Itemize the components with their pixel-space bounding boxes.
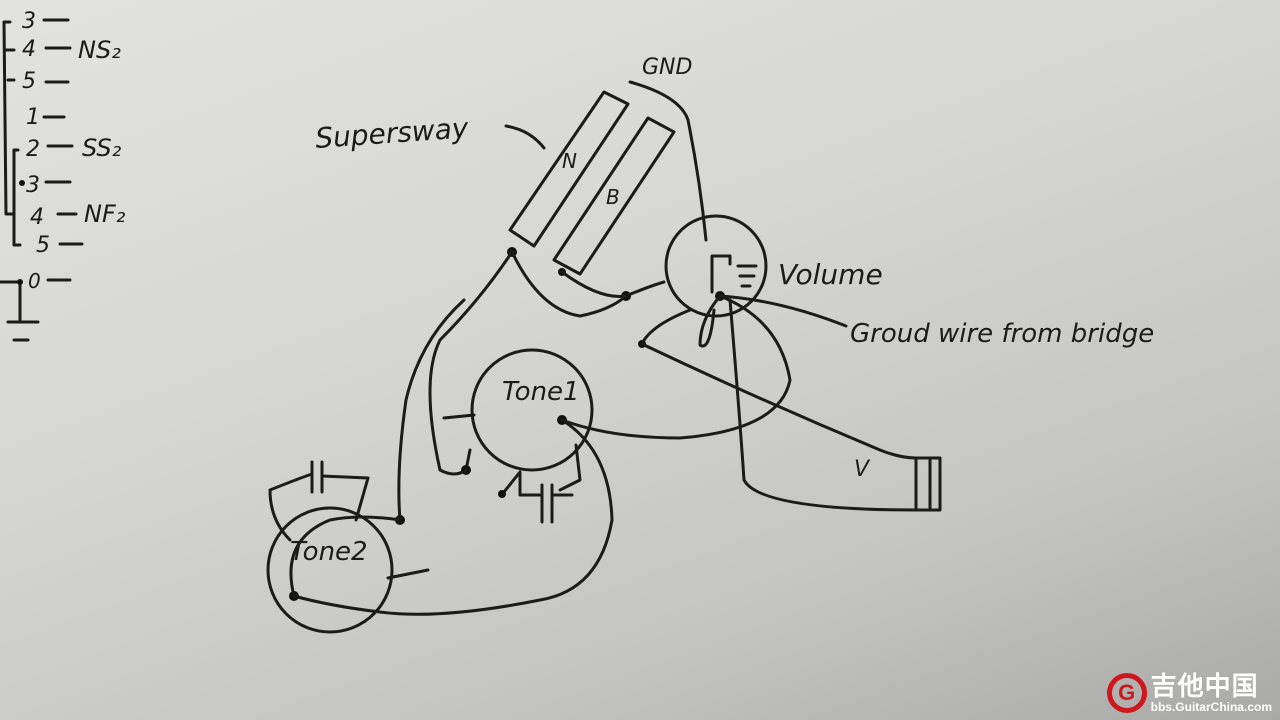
tone1-pot: Tone1 xyxy=(442,348,594,524)
ground-wire-label: Groud wire from bridge xyxy=(850,319,1154,349)
output-jack: V xyxy=(854,456,942,512)
note-label: NS₂ xyxy=(78,36,121,64)
gnd-label: GND xyxy=(642,55,692,80)
jack-tip-label: V xyxy=(854,457,871,482)
tone2-pot: Tone2 xyxy=(266,460,430,634)
volume-pot: Volume Groud wire from bridge xyxy=(664,214,1154,349)
note-label: NF₂ xyxy=(84,200,126,228)
volume-label: Volume xyxy=(778,258,883,291)
watermark-url: bbs.GuitarChina.com xyxy=(1150,700,1272,714)
switch-notes: 3 4 NS₂ 5 1 2 SS₂ 3 4 NF₂ 5 0 xyxy=(0,9,126,342)
watermark-name: 吉他中国 xyxy=(1150,671,1259,701)
note-row: 4 xyxy=(22,37,36,62)
note-row: 5 xyxy=(22,69,36,94)
guitarchina-logo: G xyxy=(1106,673,1147,713)
bridge-label: B xyxy=(606,185,620,209)
superswitch: N B Supersway GND xyxy=(314,55,708,276)
note-row: 3 xyxy=(26,173,40,198)
note-row: 1 xyxy=(26,105,40,130)
neck-label: N xyxy=(562,149,577,173)
wires xyxy=(289,247,918,616)
note-row: 4 xyxy=(30,205,44,230)
note-row: 0 xyxy=(28,269,41,293)
note-label: SS₂ xyxy=(82,134,122,162)
note-row: 3 xyxy=(22,9,36,34)
watermark: G 吉他中国 bbs.GuitarChina.com xyxy=(1106,671,1272,714)
switch-label: Supersway xyxy=(314,111,470,155)
note-row: 2 xyxy=(26,137,40,162)
tone1-label: Tone1 xyxy=(502,377,580,407)
note-row: 5 xyxy=(36,233,50,258)
tone2-label: Tone2 xyxy=(290,537,368,567)
